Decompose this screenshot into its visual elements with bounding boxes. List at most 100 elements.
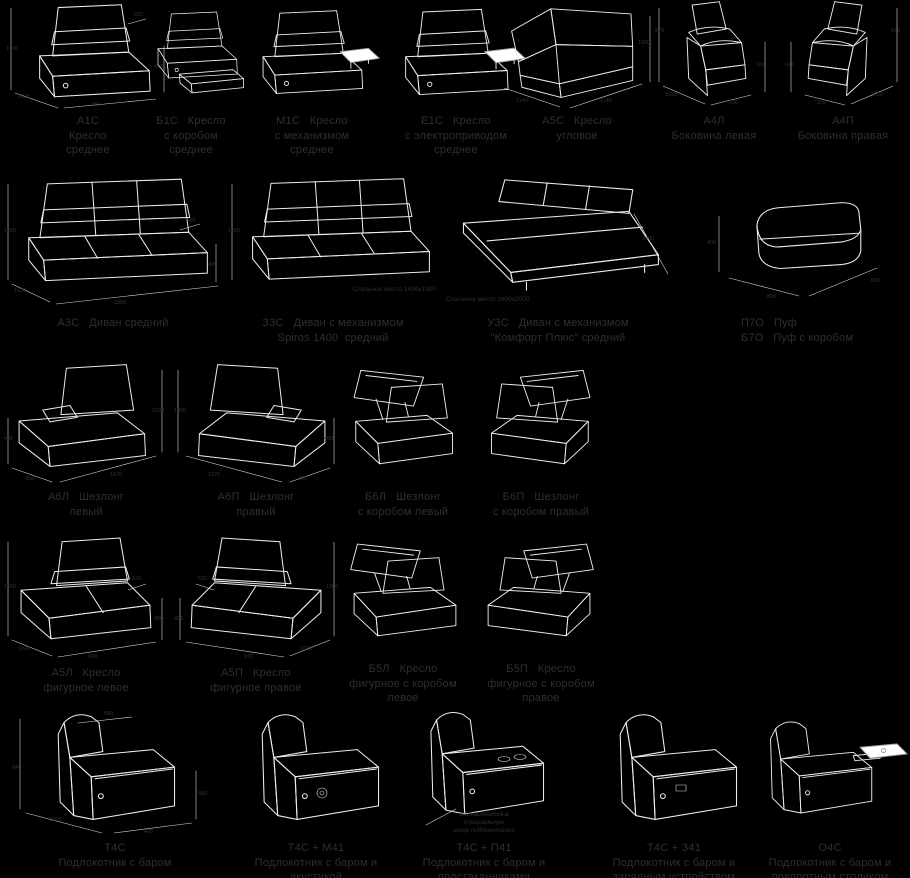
dim-width: 970 [244,654,254,660]
item-label: П7О Пуф Б7О Пуф с коробом [741,317,854,344]
item-a6p: 1000 400 1670 800 А6П Шезлонг правый [172,360,340,519]
item-p7o: 400 800 650 П7О Пуф Б7О Пуф с коробом [695,170,907,345]
dim-height: 1000 [174,408,187,414]
dim-seatheight: 400 [154,64,164,70]
item-a5c: 1000 1140 1140 А5С Кресло угловое [498,0,656,143]
item-b5p: Б5П Кресло фигурное с коробом правое [466,534,616,706]
dim-armwidth: 520 [132,576,142,582]
dim-top: 550 [104,711,114,717]
drawing-corner-chair [503,8,651,109]
dim-width: 200 [729,100,739,106]
drawing-fig-chair-left [7,537,163,658]
drawing-armrest-bar [19,714,197,834]
dim-armheight: 610 [757,62,767,68]
drawing-sofa-bed-open [462,179,669,291]
item-label: А4Л Боковина левая [671,115,757,142]
drawing-sofa-medium [7,178,219,305]
item-label: Т4С + П41 Подлокотник с баром и подстака… [422,842,546,878]
item-a4p: 610 970 200 1020 А4П Боковина правая [783,0,903,143]
dim-width: 800 [767,294,777,300]
item-a1c: 1000 1020 800 520 400 А1С Кресло среднее [6,0,170,158]
dim-armheight: 610 [785,62,795,68]
drawing-sofa-spiros [231,178,430,281]
dim-seatheight: 400 [324,436,334,442]
item-b6l: Б6Л Шезлонг с коробом левый [330,362,476,519]
item-label: Т4С Подлокотник с баром [58,842,172,869]
dim-width: 970 [88,654,98,660]
drawing-chair-box [132,0,250,110]
item-label: М1С Кресло с механизмом среднее [274,115,350,157]
item-label: Б6П Шезлонг с коробом правый [492,491,590,518]
dim-width: 200 [817,100,827,106]
item-label: А6П Шезлонг правый [217,491,295,518]
item-label: Б1С Кресло с коробом среднее [156,115,226,157]
drawing-pouf [718,202,878,297]
item-label: Б6Л Шезлонг с коробом левый [357,491,449,518]
drawing-chaise-box-right [491,369,591,465]
dim-seatheight: 400 [208,262,218,268]
dim-depth: 1140 [516,98,528,104]
dim-depth: 1020 [18,94,31,100]
drawing-chaise-box-left [353,369,453,465]
item-label: Б5П Кресло фигурное с коробом правое [487,663,595,705]
item-label: А6Л Шезлонг левый [47,491,125,518]
item-u3c: 2400 Спальное место 1600х2000 У3С Диван … [444,170,672,345]
drawing-chair-mechanism [243,0,381,110]
item-label: З3С Диван с механизмом Spiros 1400 средн… [262,317,404,344]
item-a5l: 1000 1020 970 520 400 А5Л Кресло фигурно… [4,532,168,695]
drawing-armrest-swivel-table [752,705,908,837]
item-label: А1С Кресло среднее [66,115,110,157]
item-label: А5С Кресло угловое [542,115,612,142]
item-label: Т4С + З41 Подлокотник с баром и зарядным… [612,842,736,878]
drawing-side-panel-left [658,1,766,106]
dim-height: 1000 [152,408,165,414]
drawing-armrest-bar-cupholders [425,711,545,826]
drawing-fig-chair-box-left [350,543,457,637]
dim-barheight: 500 [198,791,208,797]
item-a5p: 520 400 1000 970 1020 А5П Кресло фигурно… [172,532,340,695]
dim-depth: 1020 [871,92,884,98]
dim-height: 1000 [6,46,19,52]
drawing-armrest-bar-audio [261,714,380,820]
item-m1c: М1С Кресло с механизмом среднее [243,0,381,158]
item-b5l: Б5Л Кресло фигурное с коробом левое [330,534,476,706]
dim-width: 800 [92,102,102,108]
dim-depth: 1020 [50,817,63,823]
dim-depth: 650 [871,278,881,284]
item-t4c-z41: Т4С + З41 Подлокотник с баром и зарядным… [580,705,768,878]
item-a6l: 400 1000 800 1670 А6Л Шезлонг левый [4,360,168,519]
dim-armwidth: 520 [134,12,144,18]
item-label: А4П Боковина правая [797,115,889,142]
drawing-chaise-right [177,364,335,483]
dim-height: 970 [655,28,665,34]
dim-depth: 1020 [665,92,678,98]
sleeping-size-note: Спальное место 1600х2000 [446,296,530,303]
dim-depth: 2400 [642,236,655,242]
drawing-side-panel-right [790,1,898,106]
dim-depth: 1020 [14,288,27,294]
dim-seatheight: 400 [154,616,164,622]
drawing-chair-medium [10,4,165,109]
dim-height: 840 [12,765,22,771]
dim-armwidth: 520 [198,576,208,582]
item-o4c: О4С Подлокотник с баром и поворотным сто… [752,705,908,878]
item-label: А5П Кресло фигурное правое [210,667,302,694]
item-t4c-p41: Вставляются в специальную нишу подлокотн… [396,705,572,878]
dim-width: 1140 [600,98,612,104]
sleeping-size-note: Спальное место 1400х1900 [352,286,436,293]
item-t4c-m41: Т4С + М41 Подлокотник с баром и акустико… [222,705,410,878]
item-label: Б5Л Кресло фигурное с коробом левое [349,663,457,705]
dim-width: 800 [26,476,36,482]
dim-width: 800 [298,476,308,482]
dim-depth: 1670 [110,472,123,478]
item-a4l: 970 610 1020 200 А4П А4Л Боковина левая [655,0,773,143]
drawing-fig-chair-box-right [487,543,594,637]
dim-height: 1000 [638,40,651,46]
item-label: О4С Подлокотник с баром и поворотным сто… [768,842,892,878]
item-b1c: Б1С Кресло с коробом среднее [132,0,250,158]
dim-seatheight: 400 [4,436,14,442]
dim-height: 400 [707,240,717,246]
dim-height: 1000 [326,584,339,590]
item-label: Е1С Кресло с электроприводом среднее [405,115,507,157]
drawing-chaise-left [7,364,163,483]
